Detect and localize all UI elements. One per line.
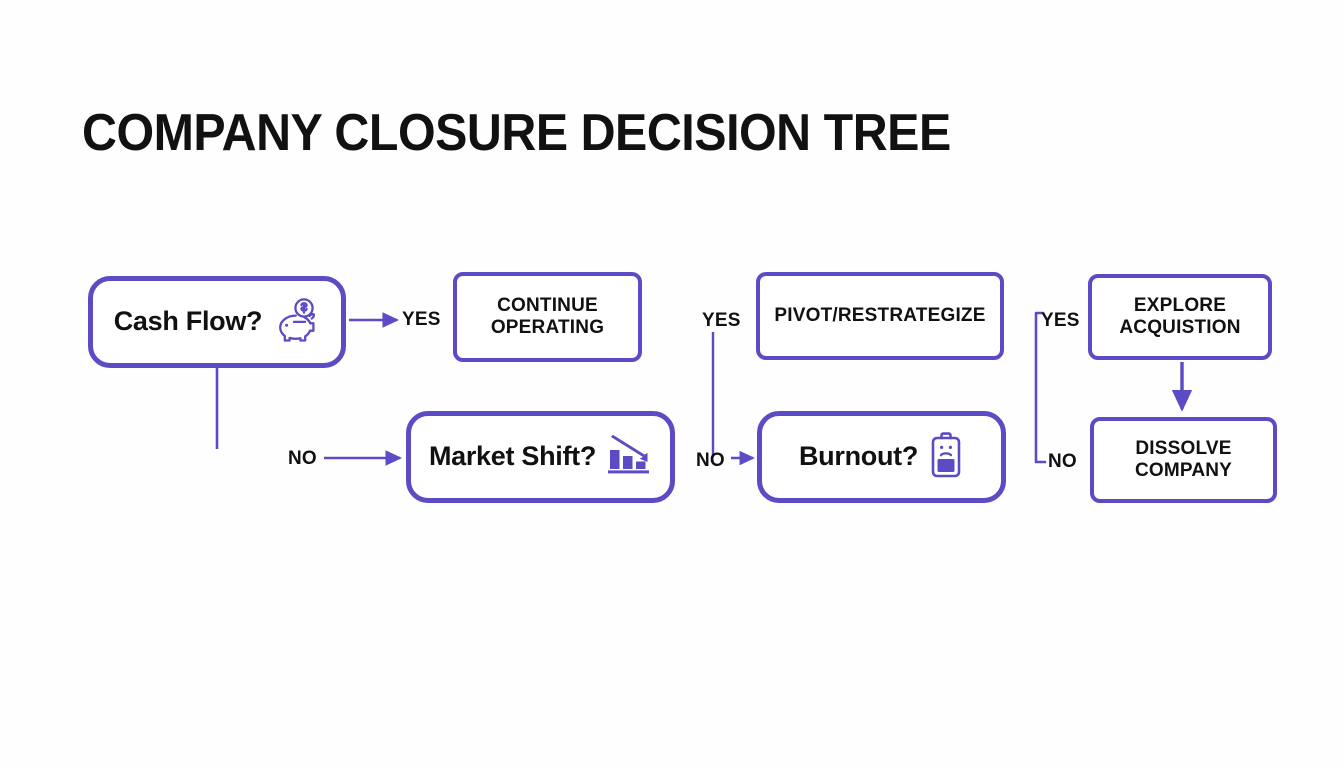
node-continue-line2: OPERATING [490, 317, 605, 338]
node-market-shift-label: Market Shift? [428, 441, 597, 472]
edge-label-marketshift-yes: YES [702, 310, 741, 331]
node-pivot-label: PIVOT/RESTRATEGIZE [774, 305, 986, 327]
node-continue-line1: CONTINUE [497, 295, 598, 317]
node-cash-flow[interactable]: Cash Flow? [88, 276, 346, 368]
node-explore-line1: EXPLORE [1133, 295, 1227, 317]
piggy-bank-icon [272, 297, 320, 348]
node-continue-operating-label: CONTINUE OPERATING [491, 295, 604, 339]
node-explore-acquistion[interactable]: EXPLORE ACQUISTION [1088, 274, 1272, 360]
node-burnout-label: Burnout? [798, 441, 919, 472]
node-dissolve-label: DISSOLVE COMPANY [1135, 438, 1232, 482]
node-burnout[interactable]: Burnout? [757, 411, 1006, 503]
node-explore-line2: ACQUISTION [1119, 317, 1241, 338]
edge-label-marketshift-no: NO [696, 450, 725, 471]
node-market-shift[interactable]: Market Shift? [406, 411, 675, 503]
edge-label-cashflow-no: NO [288, 448, 317, 469]
edge-label-burnout-no: NO [1048, 451, 1077, 472]
edge-burnout-bracket [1034, 311, 1047, 464]
edge-label-cashflow-yes: YES [402, 309, 441, 330]
node-dissolve-line1: DISSOLVE [1135, 438, 1232, 460]
node-dissolve-line2: COMPANY [1134, 460, 1233, 481]
low-battery-sad-icon [928, 431, 964, 484]
node-continue-operating[interactable]: CONTINUE OPERATING [453, 272, 642, 362]
node-explore-label: EXPLORE ACQUISTION [1119, 295, 1240, 339]
page-title: COMPANY CLOSURE DECISION TREE [82, 104, 951, 162]
node-cash-flow-label: Cash Flow? [113, 306, 263, 337]
node-pivot-restrategize[interactable]: PIVOT/RESTRATEGIZE [756, 272, 1004, 360]
edge-label-burnout-yes: YES [1041, 310, 1080, 331]
node-dissolve-company[interactable]: DISSOLVE COMPANY [1090, 417, 1277, 503]
declining-bar-chart-icon [606, 433, 652, 482]
